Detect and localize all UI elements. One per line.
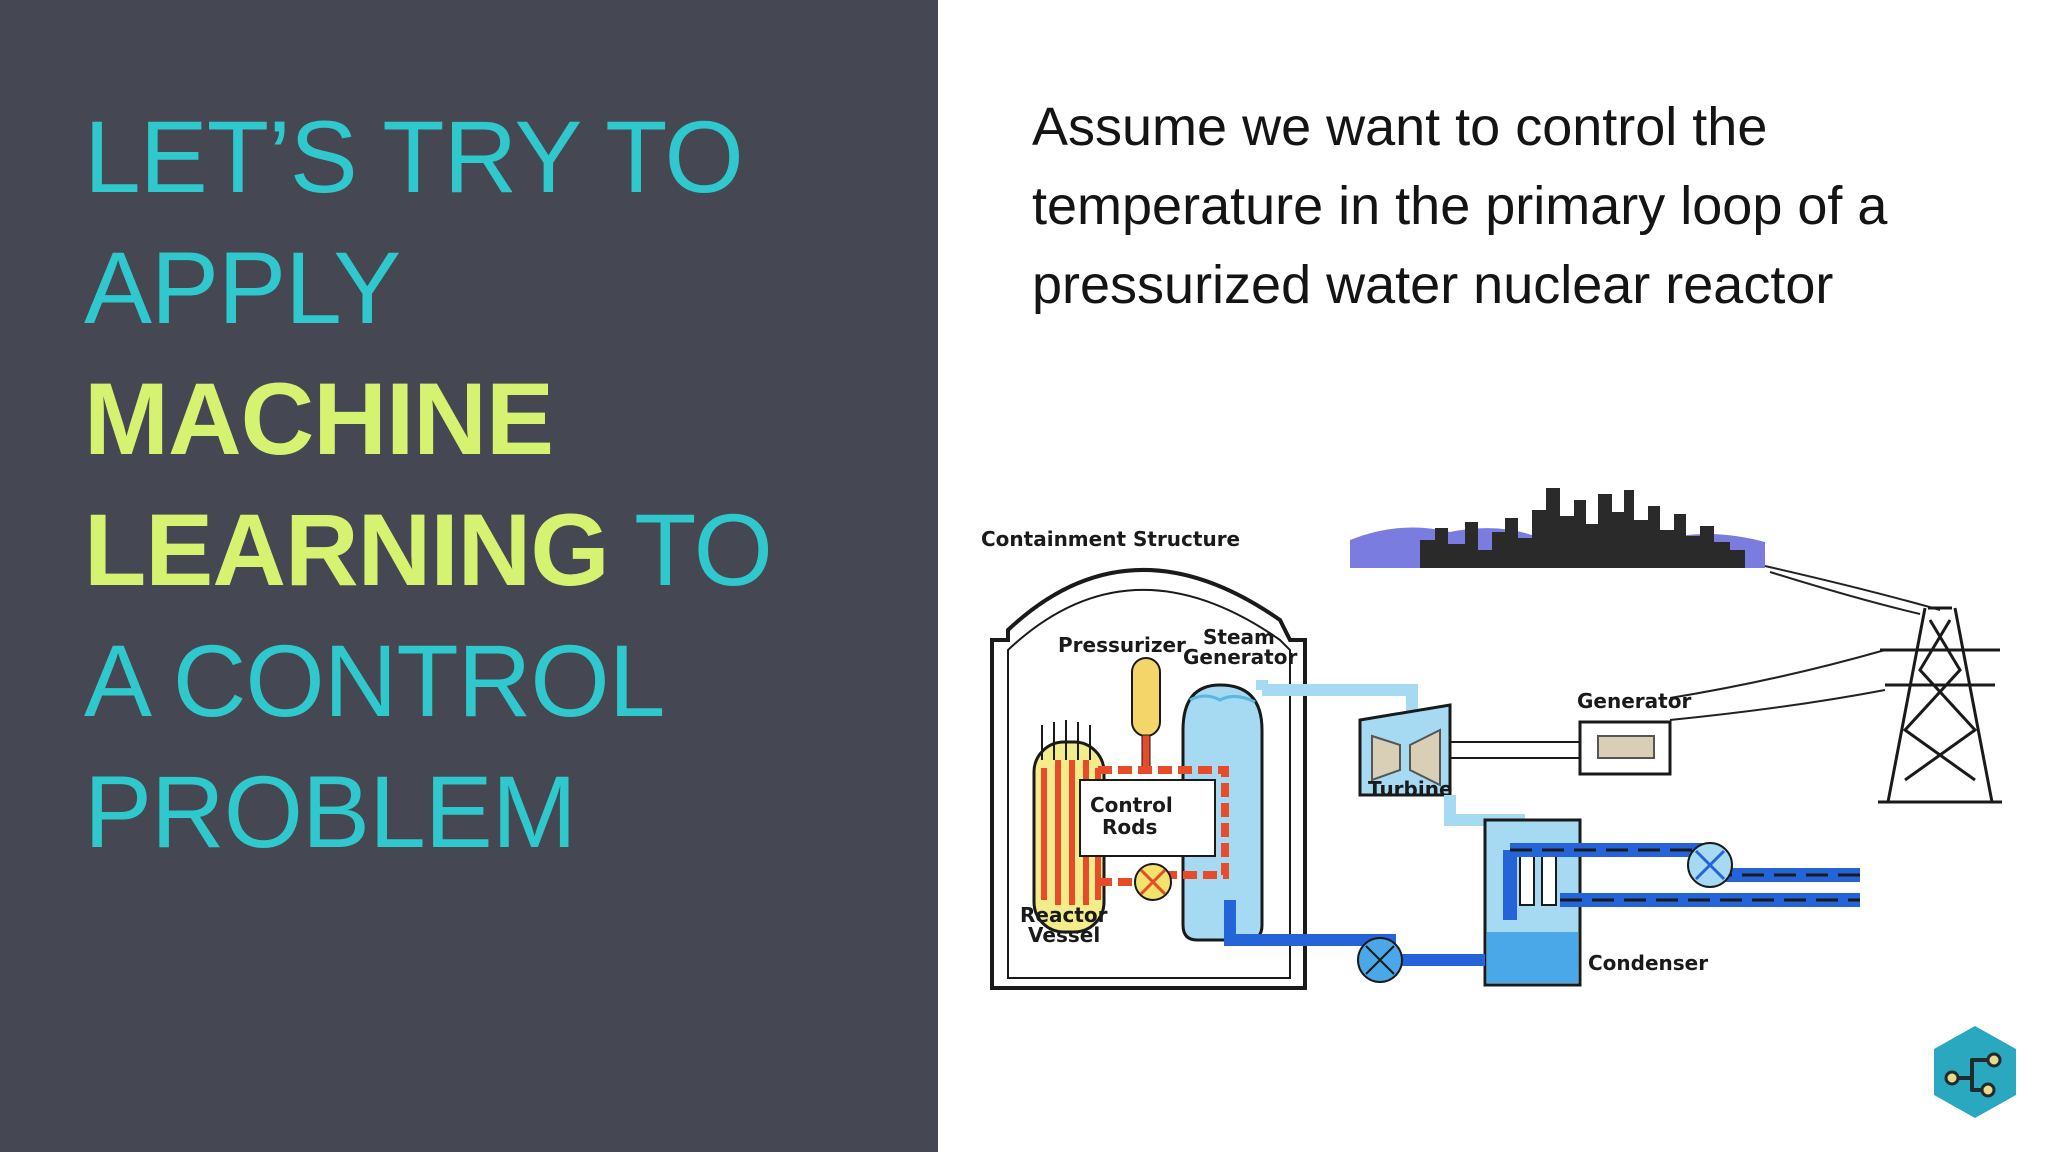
title-line-2: APPLY — [84, 231, 401, 345]
title-line-4-rest: TO — [608, 493, 773, 607]
title-line-1: LET’S TRY TO — [84, 100, 744, 214]
label-control-rods-1: Control — [1090, 793, 1173, 817]
city-skyline — [1350, 488, 1765, 568]
title-highlight-machine: MACHINE — [84, 362, 554, 476]
reactor-diagram: Containment Structure Pressurizer Steam … — [981, 488, 2002, 990]
title-line-5: A CONTROL — [84, 624, 665, 738]
left-panel: LET’S TRY TO APPLY MACHINE LEARNING TO A CON… — [0, 0, 938, 1152]
label-reactor-vessel-2: Vessel — [1028, 923, 1100, 947]
label-generator: Generator — [1577, 689, 1691, 713]
label-condenser: Condenser — [1588, 951, 1708, 975]
branch-node-icon — [1934, 1026, 2016, 1118]
cooling-water-loop — [1503, 843, 1860, 920]
label-pressurizer: Pressurizer — [1058, 633, 1186, 657]
label-control-rods-2: Rods — [1102, 815, 1157, 839]
primary-loop — [1098, 766, 1229, 886]
transmission-tower — [1878, 606, 2002, 804]
power-line — [1669, 649, 1886, 699]
power-line — [1764, 565, 1941, 611]
power-line — [1769, 571, 1921, 615]
title-line-6: PROBLEM — [84, 755, 577, 869]
label-steam-generator-1: Steam — [1203, 625, 1275, 649]
label-containment: Containment Structure — [981, 527, 1240, 551]
label-steam-generator-2: Generator — [1183, 645, 1297, 669]
pressurizer — [1131, 657, 1161, 737]
power-line — [1669, 689, 1886, 721]
title-highlight-learning: LEARNING — [84, 493, 610, 607]
label-reactor-vessel-1: Reactor — [1020, 903, 1108, 927]
label-turbine: Turbine — [1368, 777, 1453, 801]
turbine — [1358, 703, 1452, 797]
slide-title: LET’S TRY TO APPLY MACHINE LEARNING TO A CON… — [84, 92, 773, 878]
description-text: Assume we want to control the temperatur… — [1032, 97, 1888, 315]
